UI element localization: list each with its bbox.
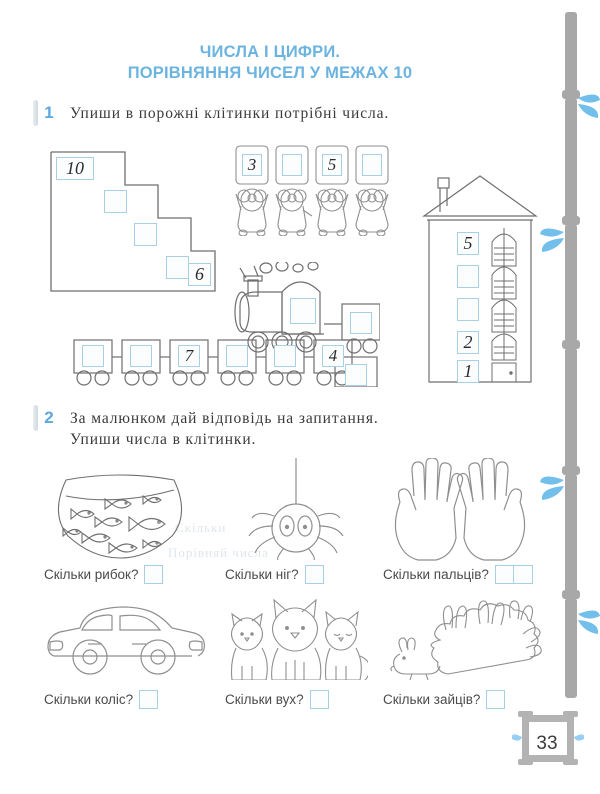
question-label-wheels: Скільки коліс? <box>44 692 134 707</box>
question-answer-box-wheels[interactable] <box>139 690 159 709</box>
question-row-4: Скільки коліс? <box>44 690 159 709</box>
ghost-text-2: Порівняй числа <box>168 545 269 560</box>
bamboo-stalk-icon <box>540 12 600 698</box>
train-drawing <box>73 260 381 388</box>
bear-sign-4[interactable] <box>362 154 382 176</box>
house-with-floor-numbers: 5 2 1 <box>420 170 540 385</box>
task-2-text: За малюнком дай відповідь на запитання. … <box>60 408 379 450</box>
question-answer-box-rabbits[interactable] <box>486 690 506 709</box>
question-answer-box-ears[interactable] <box>309 690 329 709</box>
train-wagon-box-5[interactable] <box>274 345 296 367</box>
house-box-4[interactable]: 2 <box>457 331 479 354</box>
question-row-2: Скільки ніг? <box>225 565 324 584</box>
three-cats <box>218 596 371 685</box>
question-answer-box-fingers-tens[interactable] <box>494 565 514 584</box>
task-2-line1: За малюнком дай відповідь на запитання. <box>70 410 379 427</box>
house-box-1[interactable]: 5 <box>457 232 479 255</box>
page-title-line1: ЧИСЛА І ЦИФРИ. <box>199 43 341 61</box>
train-locomotive-box[interactable] <box>290 298 316 324</box>
page-number-frame <box>511 707 585 774</box>
train-wagon-box-1[interactable] <box>82 345 104 367</box>
train-upper-wagon-box-2[interactable] <box>345 364 367 386</box>
car-drawing <box>47 606 205 675</box>
house-box-3[interactable] <box>457 298 479 321</box>
task-1-line1: Упиши в порожні клітинки потрібні числа. <box>70 105 390 122</box>
task-1-number: 1 <box>33 100 60 126</box>
question-answer-box-fish[interactable] <box>144 565 164 584</box>
train-with-wagons: 7 4 <box>70 260 381 388</box>
bears-with-signs: 3 5 <box>232 144 397 237</box>
train-wagon-box-3[interactable]: 7 <box>178 345 200 367</box>
bear-sign-1[interactable]: 3 <box>242 154 262 176</box>
question-row-6: Скільки зайців? <box>383 690 506 709</box>
ghost-text-1: Скільки <box>175 520 227 535</box>
stairs-box-3[interactable] <box>134 223 157 246</box>
cats-drawing <box>230 598 371 682</box>
question-row-3: Скільки пальців? <box>383 565 533 584</box>
task-1-text: Упиши в порожні клітинки потрібні числа. <box>60 103 389 124</box>
stairs-box-5[interactable]: 6 <box>188 263 211 286</box>
fishbowl-with-fish <box>44 468 199 565</box>
question-label-fish: Скільки рибок? <box>44 567 139 582</box>
staircase-outline <box>50 151 216 292</box>
task-2-header: 2 За малюнком дай відповідь на запитання… <box>33 405 379 450</box>
question-label-rabbits: Скільки зайців? <box>383 692 481 707</box>
two-open-hands <box>390 457 530 568</box>
train-wagon-box-4[interactable] <box>226 345 248 367</box>
task-1-header: 1 Упиши в порожні клітинки потрібні числ… <box>33 100 389 126</box>
spider-on-thread <box>240 458 360 565</box>
question-label-fingers: Скільки пальців? <box>383 567 489 582</box>
bush-rabbits-drawing <box>390 600 542 681</box>
train-upper-wagon-box-1[interactable] <box>350 312 372 334</box>
question-label-ears: Скільки вух? <box>225 692 304 707</box>
task-2-line2: Упиши числа в клітинки. <box>70 431 257 448</box>
hands-drawing <box>394 457 526 561</box>
stairs-box-1[interactable]: 10 <box>56 157 94 180</box>
house-drawing <box>422 175 538 383</box>
stairs-box-2[interactable] <box>104 190 127 213</box>
bear-sign-3[interactable]: 5 <box>322 154 342 176</box>
question-label-legs: Скільки ніг? <box>225 567 299 582</box>
question-answer-box-fingers-ones[interactable] <box>513 565 533 584</box>
train-wagon-box-2[interactable] <box>130 345 152 367</box>
spider-drawing <box>248 458 344 561</box>
house-box-5[interactable]: 1 <box>457 360 479 383</box>
train-wagon-box-6[interactable]: 4 <box>322 345 344 367</box>
house-box-2[interactable] <box>457 265 479 288</box>
task-2-number: 2 <box>33 405 60 431</box>
bear-sign-2[interactable] <box>282 154 302 176</box>
question-row-1: Скільки рибок? <box>44 565 164 584</box>
page-title: ЧИСЛА І ЦИФРИ. ПОРІВНЯННЯ ЧИСЕЛ У МЕЖАХ … <box>0 42 540 84</box>
fishbowl-drawing <box>57 474 183 559</box>
question-row-5: Скільки вух? <box>225 690 329 709</box>
page-title-line2: ПОРІВНЯННЯ ЧИСЕЛ У МЕЖАХ 10 <box>127 64 413 82</box>
bush-with-rabbits <box>388 600 543 685</box>
question-answer-box-legs[interactable] <box>304 565 324 584</box>
staircase-diagram: 10 6 <box>48 148 218 295</box>
page-number: 33 <box>536 733 558 754</box>
page-frame-icon <box>511 711 585 765</box>
bamboo-decoration <box>540 0 600 789</box>
bears-drawing <box>235 145 389 237</box>
car-side-view <box>44 600 209 685</box>
